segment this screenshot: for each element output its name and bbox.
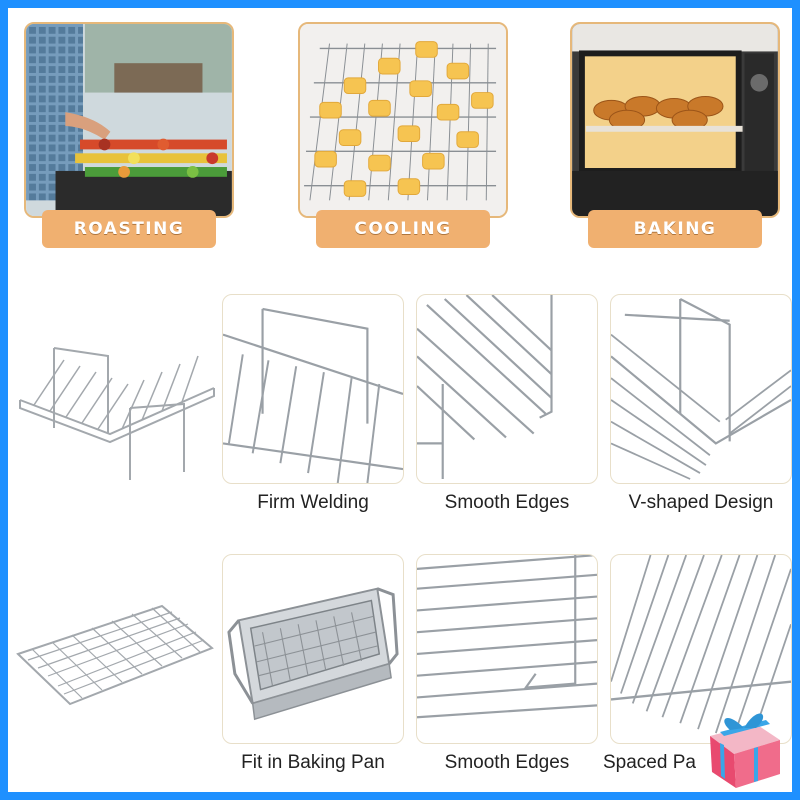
caption-spaced-pattern: Spaced Pa — [603, 752, 696, 773]
product-image: ROASTING — [8, 8, 792, 792]
baking-photo — [570, 22, 780, 218]
fit-in-baking-pan-tile — [222, 554, 404, 744]
smooth-edges-tile-1 — [416, 294, 598, 484]
v-shaped-design-tile — [610, 294, 792, 484]
flat-rack-product — [12, 594, 218, 734]
caption-v-shaped-design: V-shaped Design — [628, 492, 774, 513]
roasting-label: ROASTING — [42, 210, 216, 248]
firm-welding-tile — [222, 294, 404, 484]
caption-firm-welding: Firm Welding — [257, 492, 369, 513]
cooling-label: COOLING — [316, 210, 490, 248]
v-rack-product — [14, 338, 220, 488]
spaced-pattern-tile — [610, 554, 792, 744]
baking-label: BAKING — [588, 210, 762, 248]
gift-icon[interactable] — [696, 690, 788, 790]
caption-fit-in-baking-pan: Fit in Baking Pan — [241, 752, 385, 773]
smooth-edges-tile-2 — [416, 554, 598, 744]
caption-smooth-edges-1: Smooth Edges — [444, 492, 570, 513]
caption-smooth-edges-2: Smooth Edges — [444, 752, 570, 773]
cooling-photo — [298, 22, 508, 218]
roasting-photo — [24, 22, 234, 218]
